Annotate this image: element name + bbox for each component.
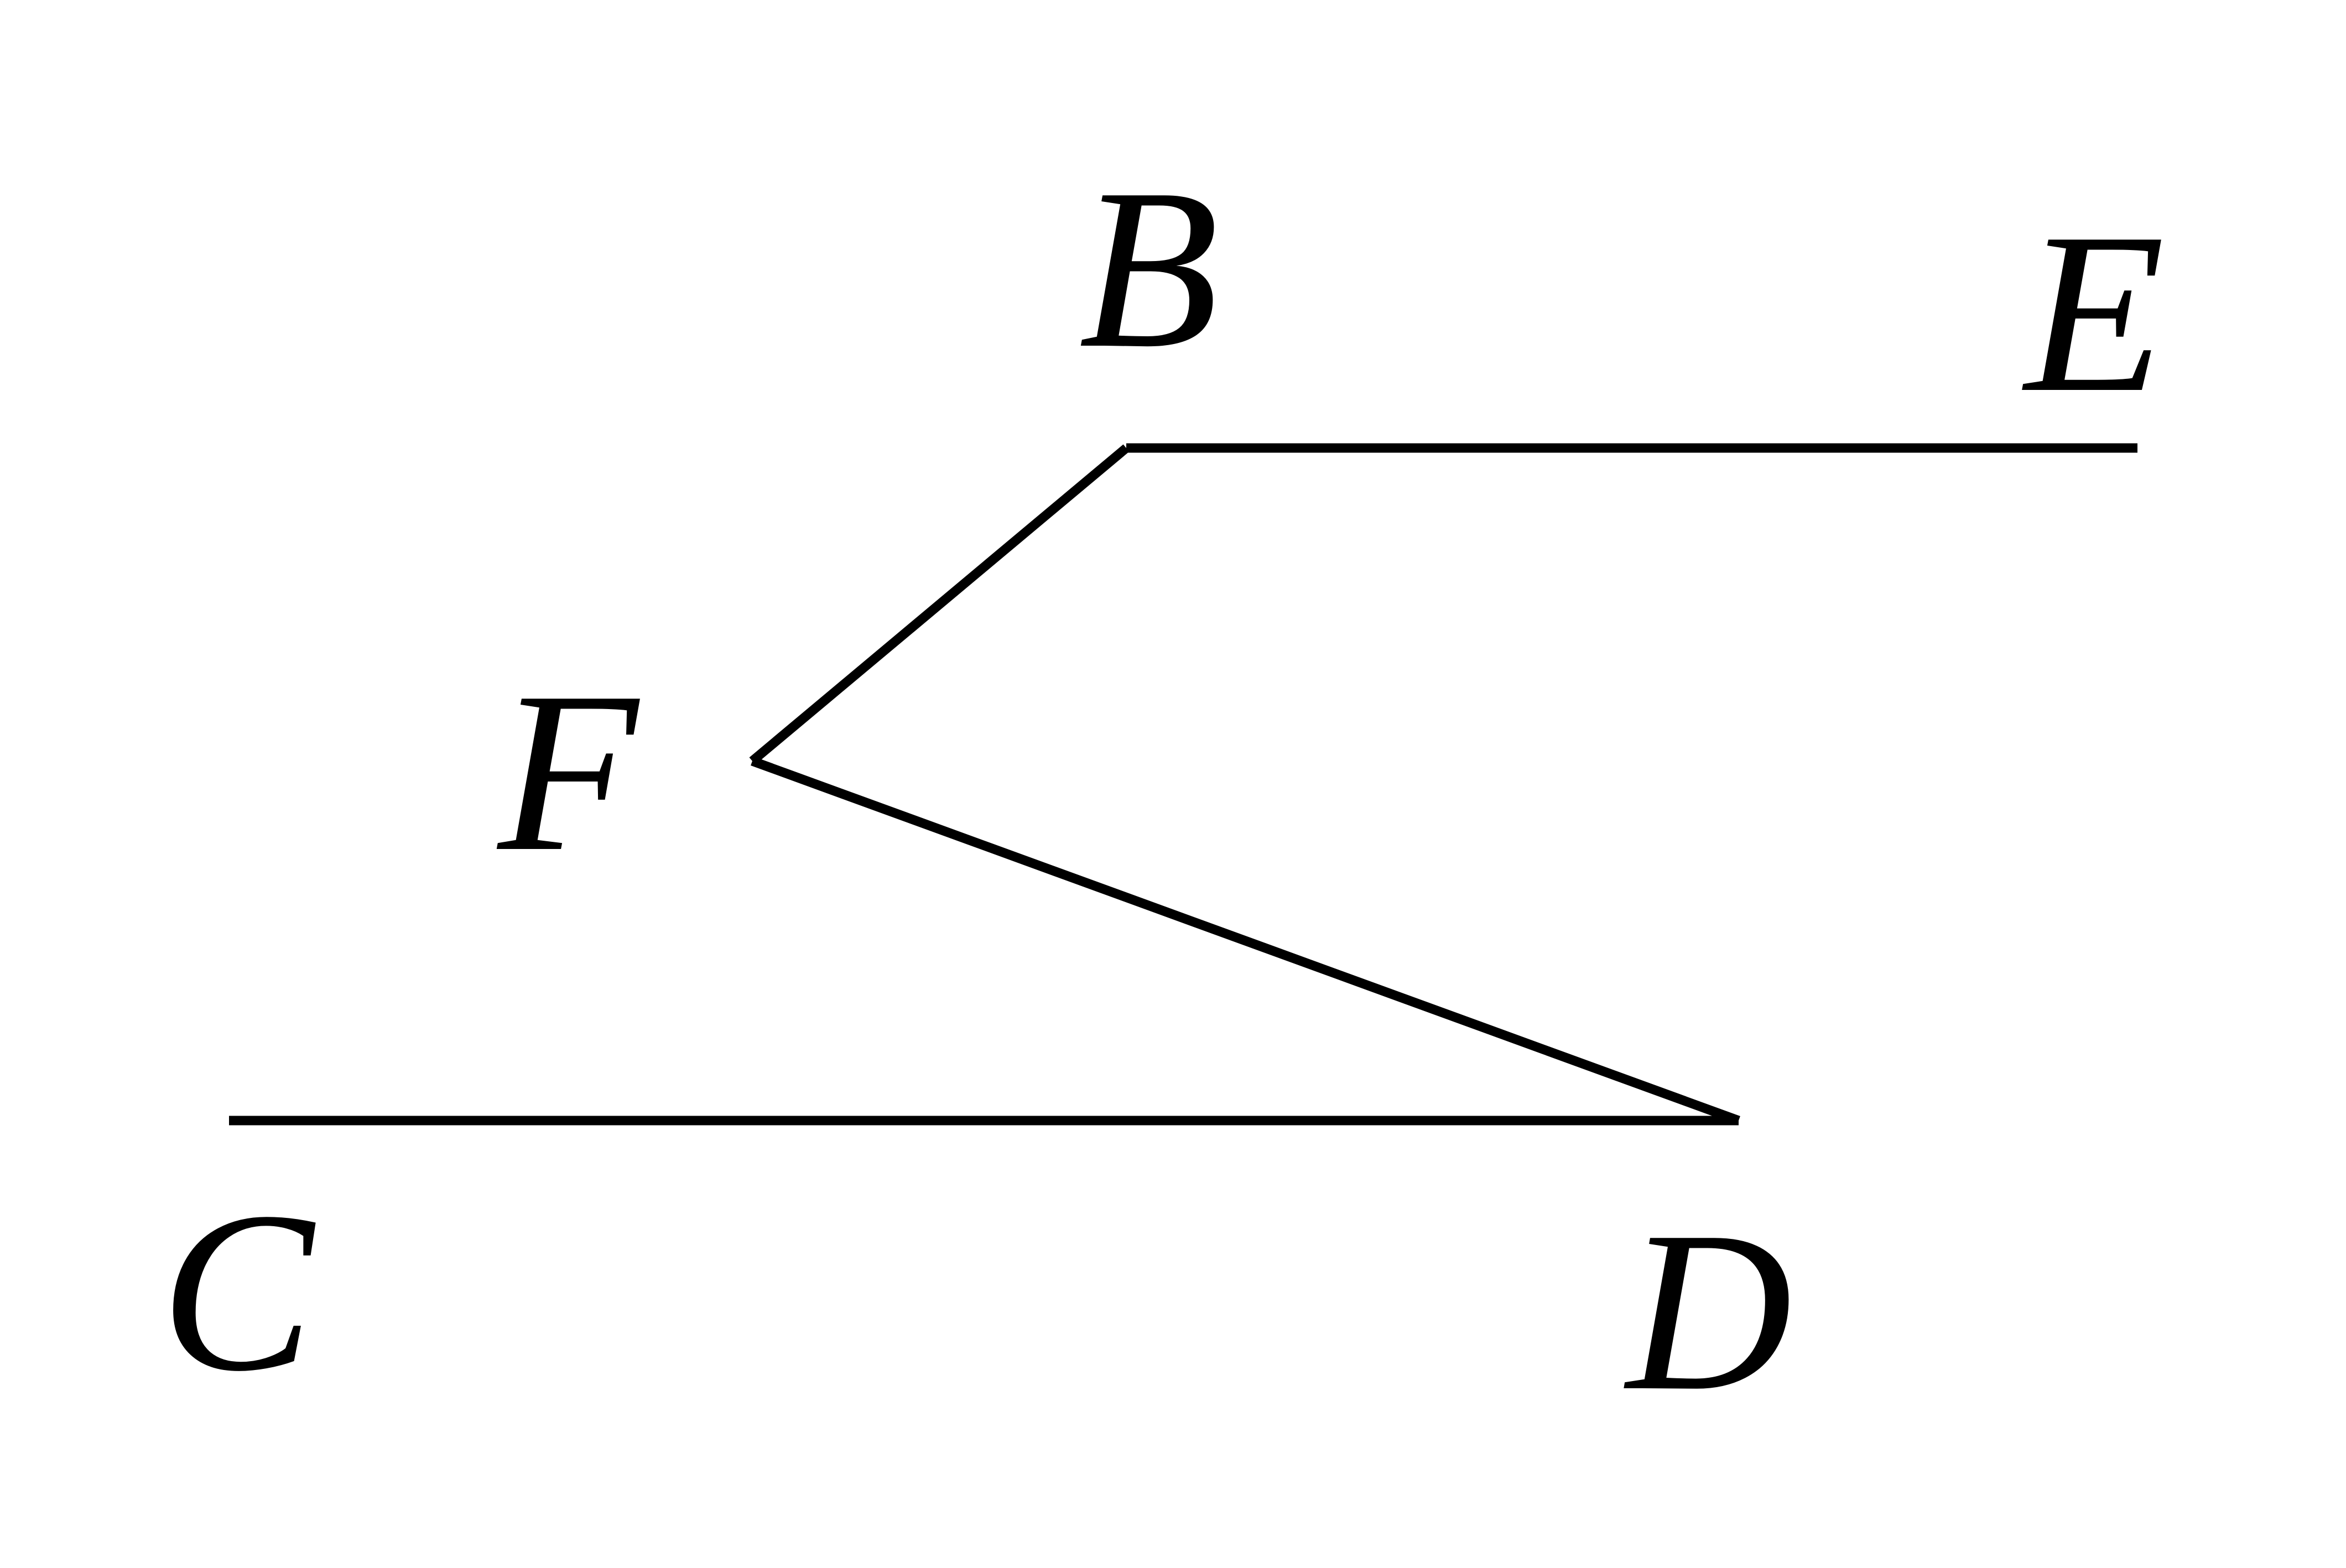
segment-FD xyxy=(751,757,1740,1125)
segment-BF xyxy=(749,444,1130,765)
point-label-E: E xyxy=(2021,185,2165,440)
point-label-F: F xyxy=(495,644,642,899)
point-label-B: B xyxy=(1079,141,1219,395)
point-label-C: C xyxy=(160,1164,318,1419)
point-label-D: D xyxy=(1623,1184,1792,1438)
